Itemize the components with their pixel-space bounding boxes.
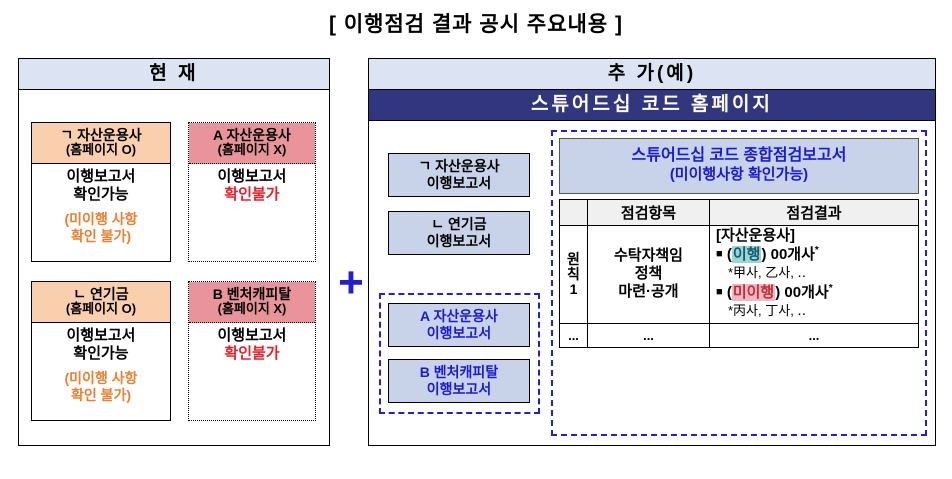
noncompliant-count: 00개사 xyxy=(784,283,829,301)
card-note-line-2: 확인 불가) xyxy=(70,227,132,244)
table-row: 원 칙 1 수탁자책임 정책 마련·공개 [자산운용사] ■ (이행) 00개사… xyxy=(559,224,919,325)
card-header: B 벤처캐피탈 (홈페이지 X) xyxy=(189,282,315,324)
card-note-line-2: 확인 불가) xyxy=(70,386,132,403)
result-group-label: [자산운용사] xyxy=(716,226,795,244)
principle-char-1: 원 xyxy=(567,251,580,268)
cell-principle-ellipsis: ... xyxy=(559,323,588,349)
card-header: ㄱ 자산운용사 (홈페이지 O) xyxy=(32,123,170,165)
chip-line-2: 이행보고서 xyxy=(426,174,492,191)
card-status-line-1: 이행보고서 xyxy=(66,327,136,345)
card-asset-manager-a: A 자산운용사 (홈페이지 X) 이행보고서 확인불가 xyxy=(188,122,316,262)
table-header-item: 점검항목 xyxy=(587,198,710,226)
card-pension-fund-na: ㄴ 연기금 (홈페이지 O) 이행보고서 확인가능 (미이행 사항 확인 불가) xyxy=(31,281,171,421)
inspection-results-table: 점검항목 점검결과 원 칙 1 수탁자책임 정책 마련·공개 [자산운용사] xyxy=(559,198,919,349)
card-status-line-1: 이행보고서 xyxy=(217,168,287,186)
status-badge-compliant: 이행 xyxy=(731,246,762,263)
comprehensive-report-title: 스튜어드십 코드 종합점검보고서 (미이행사항 확인가능) xyxy=(559,138,919,194)
table-header-row: 점검항목 점검결과 xyxy=(559,198,919,226)
current-panel-header: 현 재 xyxy=(19,59,329,90)
item-line-2: 정책 xyxy=(634,265,663,283)
result-bullet-compliant: ■ (이행) 00개사* xyxy=(716,245,819,263)
report-chip-venture-capital-b[interactable]: B 벤처캐피탈 이행보고서 xyxy=(388,359,530,403)
card-status-line-2: 확인가능 xyxy=(73,186,129,204)
table-header-principle xyxy=(559,198,588,226)
item-line-1: 수탁자책임 xyxy=(613,247,683,265)
card-header-subtitle: (홈페이지 O) xyxy=(65,142,137,158)
chip-line-1: ㄱ 자산운용사 xyxy=(418,158,500,174)
cell-result-ellipsis: ... xyxy=(709,323,919,349)
card-header-title: ㄱ 자산운용사 xyxy=(60,127,142,143)
card-header: A 자산운용사 (홈페이지 X) xyxy=(189,123,315,165)
card-note-line-1: (미이행 사항 xyxy=(64,211,138,228)
card-status-line-2: 확인불가 xyxy=(224,345,280,363)
report-title-line-2: (미이행사항 확인가능) xyxy=(669,166,809,183)
newly-added-reports-group xyxy=(379,293,540,414)
added-panel-header: 추 가(예) xyxy=(369,59,935,90)
card-body: 이행보고서 확인가능 (미이행 사항 확인 불가) xyxy=(32,323,170,404)
square-bullet-icon: ■ xyxy=(716,248,723,260)
card-body: 이행보고서 확인불가 xyxy=(189,323,315,363)
report-chip-asset-manager-a[interactable]: A 자산운용사 이행보고서 xyxy=(388,303,530,347)
card-header: ㄴ 연기금 (홈페이지 O) xyxy=(32,282,170,324)
compliant-count-asterisk: * xyxy=(814,245,819,256)
card-header-title: B 벤처캐피탈 xyxy=(212,286,292,302)
report-chip-asset-manager-ga[interactable]: ㄱ 자산운용사 이행보고서 xyxy=(388,153,530,197)
card-header-title: A 자산운용사 xyxy=(213,127,291,143)
card-venture-capital-b: B 벤처캐피탈 (홈페이지 X) 이행보고서 확인불가 xyxy=(188,281,316,421)
principle-char-2: 칙 xyxy=(567,266,580,283)
table-header-result: 점검결과 xyxy=(709,198,919,226)
card-note-line-1: (미이행 사항 xyxy=(64,370,138,387)
square-bullet-icon: ■ xyxy=(716,285,723,298)
card-header-title: ㄴ 연기금 xyxy=(73,286,129,302)
card-body: 이행보고서 확인가능 (미이행 사항 확인 불가) xyxy=(32,164,170,245)
comprehensive-report-area: 스튜어드십 코드 종합점검보고서 (미이행사항 확인가능) 점검항목 점검결과 … xyxy=(551,130,927,436)
card-body: 이행보고서 확인불가 xyxy=(189,164,315,204)
compliant-footnote: *甲사, 乙사, ‥ xyxy=(728,265,807,280)
cell-principle-number: 원 칙 1 xyxy=(559,224,588,325)
principle-char-3: 1 xyxy=(569,280,578,297)
compliant-count: 00개사 xyxy=(770,246,815,263)
cell-item-ellipsis: ... xyxy=(587,323,710,349)
result-bullet-noncompliant: ■ (미이행) 00개사* xyxy=(716,282,833,301)
card-asset-manager-ga: ㄱ 자산운용사 (홈페이지 O) 이행보고서 확인가능 (미이행 사항 확인 불… xyxy=(31,122,171,262)
noncompliant-count-asterisk: * xyxy=(828,282,833,294)
item-line-3: 마련·공개 xyxy=(618,283,679,301)
cell-inspection-item: 수탁자책임 정책 마련·공개 xyxy=(587,224,710,325)
plus-icon: + xyxy=(338,258,364,307)
table-row: ... ... ... xyxy=(559,323,919,349)
card-header-subtitle: (홈페이지 X) xyxy=(217,301,287,317)
chip-line-2: 이행보고서 xyxy=(426,380,492,397)
chip-line-1: A 자산운용사 xyxy=(420,308,498,324)
status-badge-noncompliant: 미이행 xyxy=(731,283,776,301)
page-title: [ 이행점검 결과 공시 주요내용 ] xyxy=(329,13,623,36)
report-title-line-1: 스튜어드십 코드 종합점검보고서 xyxy=(631,147,847,164)
chip-line-1: ㄴ 연기금 xyxy=(431,216,487,232)
card-status-line-2: 확인불가 xyxy=(224,186,280,204)
chip-line-2: 이행보고서 xyxy=(426,232,492,249)
card-status-line-1: 이행보고서 xyxy=(217,327,287,345)
cell-inspection-result: [자산운용사] ■ (이행) 00개사* *甲사, 乙사, ‥ ■ (미이행) … xyxy=(709,224,919,325)
card-status-line-2: 확인가능 xyxy=(73,345,129,363)
stewardship-code-homepage-bar: 스튜어드십 코드 홈페이지 xyxy=(369,90,935,121)
card-header-subtitle: (홈페이지 X) xyxy=(217,142,287,158)
chip-line-2: 이행보고서 xyxy=(426,324,492,341)
card-header-subtitle: (홈페이지 O) xyxy=(65,301,137,317)
noncompliant-footnote: *丙사, 丁사, ‥ xyxy=(728,302,807,318)
card-status-line-1: 이행보고서 xyxy=(66,168,136,186)
chip-line-1: B 벤처캐피탈 xyxy=(419,364,499,380)
report-chip-pension-fund-na[interactable]: ㄴ 연기금 이행보고서 xyxy=(388,211,530,255)
